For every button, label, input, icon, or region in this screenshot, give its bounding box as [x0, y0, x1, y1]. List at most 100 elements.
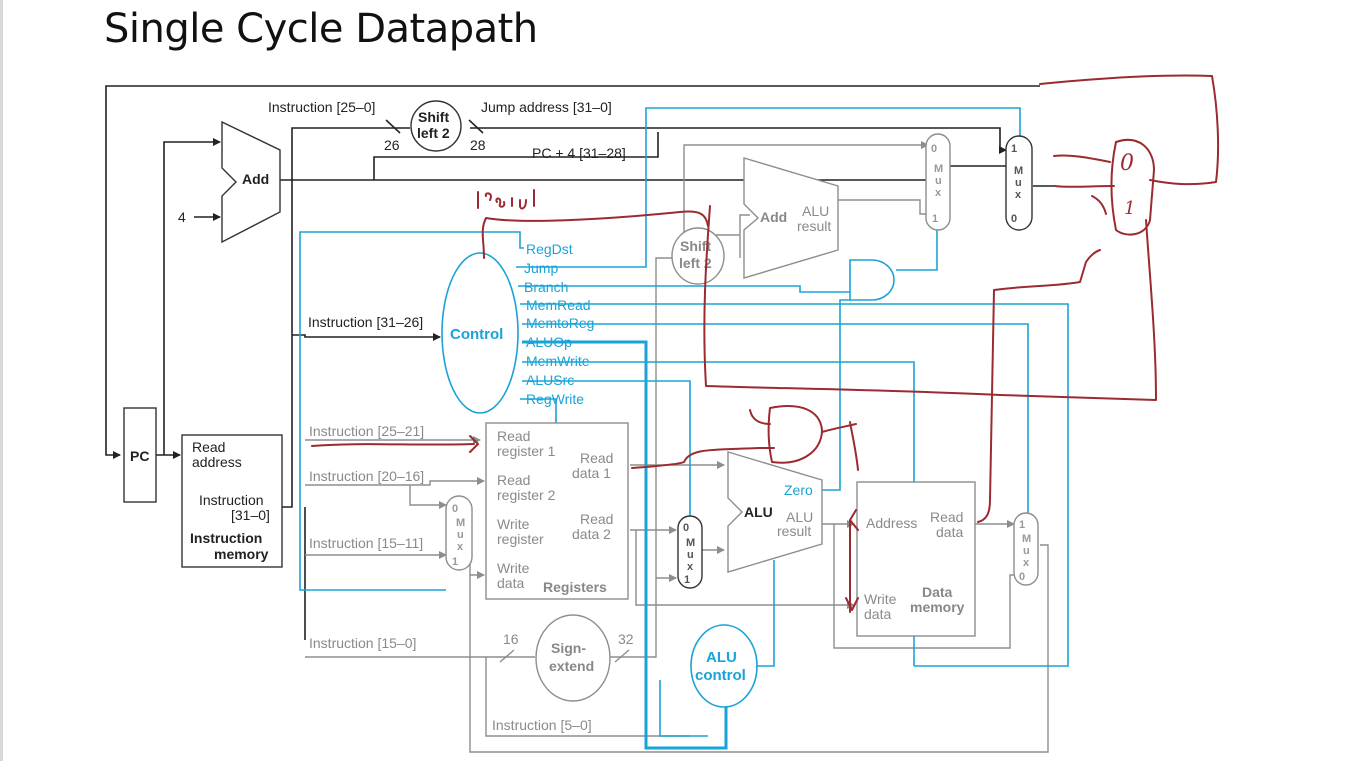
- svg-text:Control: Control: [450, 326, 503, 343]
- svg-text:ALU: ALU: [706, 649, 737, 666]
- svg-text:Shift: Shift: [418, 109, 449, 125]
- svg-text:memory: memory: [910, 599, 965, 615]
- svg-text:result: result: [797, 218, 831, 234]
- svg-text:RegWrite: RegWrite: [526, 391, 584, 407]
- svg-text:M: M: [934, 163, 943, 175]
- svg-text:MemtoReg: MemtoReg: [526, 315, 594, 331]
- sign-extend: Sign- extend 16 32: [499, 614, 634, 702]
- svg-text:Instruction: Instruction: [199, 492, 264, 508]
- svg-text:0: 0: [1011, 213, 1017, 225]
- svg-text:1: 1: [1124, 198, 1135, 219]
- gray-datapath-wires: [305, 141, 1049, 753]
- pc-source-mux: 0 M u x 1: [925, 133, 951, 231]
- svg-text:register: register: [497, 531, 544, 547]
- pc-adder: Add 4: [178, 120, 281, 244]
- svg-text:M: M: [456, 517, 465, 529]
- svg-text:0: 0: [683, 522, 689, 534]
- svg-text:u: u: [687, 549, 694, 561]
- svg-text:Instruction [31–26]: Instruction [31–26]: [308, 314, 423, 330]
- alusrc-mux: 0 M u x 1: [677, 515, 703, 589]
- svg-text:ALU: ALU: [786, 509, 813, 525]
- handwritten-mux: [1110, 139, 1155, 236]
- svg-text:Write: Write: [864, 591, 897, 607]
- svg-text:M: M: [686, 537, 695, 549]
- control-unit: Control Instruction [31–26] RegDst Jump …: [308, 241, 594, 414]
- alu-control: ALU control Instruction [5–0]: [492, 624, 758, 733]
- svg-text:data: data: [864, 606, 891, 622]
- svg-text:ALUOp: ALUOp: [526, 334, 572, 350]
- svg-text:Sign-: Sign-: [551, 640, 586, 656]
- svg-text:Instruction [15–11]: Instruction [15–11]: [309, 535, 423, 551]
- svg-text:data 1: data 1: [572, 465, 611, 481]
- svg-text:1: 1: [452, 556, 458, 568]
- svg-text:Write: Write: [497, 516, 530, 532]
- svg-text:Read: Read: [930, 509, 963, 525]
- svg-text:PC + 4 [31–28]: PC + 4 [31–28]: [532, 145, 626, 161]
- svg-text:x: x: [687, 561, 694, 573]
- shift-left-2-jump: Shift left 2 Instruction [25–0] 26 28 Ju…: [268, 99, 626, 161]
- svg-text:1: 1: [1019, 519, 1025, 531]
- main-alu: ALU ALU result Zero: [727, 451, 823, 573]
- svg-text:x: x: [457, 541, 464, 553]
- svg-text:26: 26: [384, 137, 400, 153]
- branch-and-gate: [849, 259, 895, 301]
- svg-text:ALU: ALU: [744, 504, 773, 520]
- slide-title: Single Cycle Datapath: [104, 6, 538, 52]
- svg-text:data: data: [936, 524, 963, 540]
- svg-text:memory: memory: [214, 546, 269, 562]
- svg-text:Add: Add: [242, 171, 269, 187]
- svg-text:1: 1: [932, 213, 938, 225]
- svg-text:Jump address [31–0]: Jump address [31–0]: [481, 99, 612, 115]
- svg-text:16: 16: [503, 631, 519, 647]
- svg-text:Add: Add: [760, 209, 787, 225]
- handwritten-jrsel: [477, 189, 535, 210]
- svg-text:extend: extend: [549, 658, 594, 674]
- svg-text:Read: Read: [580, 511, 613, 527]
- handwritten-annotations: 0 1: [311, 74, 1220, 613]
- svg-text:Read: Read: [497, 472, 530, 488]
- svg-text:x: x: [1015, 189, 1022, 201]
- svg-text:data: data: [497, 575, 524, 591]
- svg-text:0: 0: [1019, 571, 1025, 583]
- svg-text:1: 1: [684, 574, 690, 586]
- memtoreg-mux: 1 M u x 0: [1013, 512, 1039, 586]
- svg-text:left 2: left 2: [417, 125, 450, 141]
- svg-text:Address: Address: [866, 515, 917, 531]
- svg-text:[31–0]: [31–0]: [231, 507, 270, 523]
- svg-text:MemRead: MemRead: [526, 297, 591, 313]
- register-file: Read register 1 Read register 2 Write re…: [309, 422, 629, 651]
- svg-text:address: address: [192, 454, 242, 470]
- svg-text:M: M: [1014, 165, 1023, 177]
- svg-text:Instruction: Instruction: [190, 530, 262, 546]
- handwritten-and-gate: [767, 405, 823, 464]
- svg-text:Branch: Branch: [524, 279, 568, 295]
- jump-mux: 1 M u x 0: [1005, 135, 1033, 231]
- svg-text:Instruction [25–21]: Instruction [25–21]: [309, 423, 424, 439]
- slide-left-edge: [0, 0, 3, 761]
- regdst-mux: 0 M u x 1: [445, 495, 473, 571]
- svg-text:MemWrite: MemWrite: [526, 353, 590, 369]
- svg-text:u: u: [1023, 545, 1030, 557]
- svg-text:0: 0: [452, 503, 458, 515]
- svg-text:left 2: left 2: [679, 255, 712, 271]
- svg-text:RegDst: RegDst: [526, 241, 573, 257]
- svg-text:Instruction [5–0]: Instruction [5–0]: [492, 717, 592, 733]
- svg-text:PC: PC: [130, 448, 149, 464]
- svg-text:M: M: [1022, 533, 1031, 545]
- svg-text:Instruction [20–16]: Instruction [20–16]: [309, 468, 424, 484]
- pc-register: PC: [123, 407, 157, 503]
- svg-text:u: u: [1015, 177, 1022, 189]
- instruction-memory: Read address Instruction [31–0] Instruct…: [181, 434, 283, 568]
- svg-text:0: 0: [1120, 151, 1134, 176]
- svg-text:Read: Read: [580, 450, 613, 466]
- svg-text:ALU: ALU: [802, 203, 829, 219]
- branch-adder: Add ALU result: [743, 157, 839, 279]
- svg-text:28: 28: [470, 137, 486, 153]
- data-memory: Address Read data Write data Data memory: [856, 481, 976, 637]
- svg-text:Read: Read: [192, 439, 225, 455]
- svg-text:ALUSrc: ALUSrc: [526, 372, 574, 388]
- svg-text:4: 4: [178, 209, 186, 225]
- svg-text:32: 32: [618, 631, 634, 647]
- svg-text:Instruction [15–0]: Instruction [15–0]: [309, 635, 416, 651]
